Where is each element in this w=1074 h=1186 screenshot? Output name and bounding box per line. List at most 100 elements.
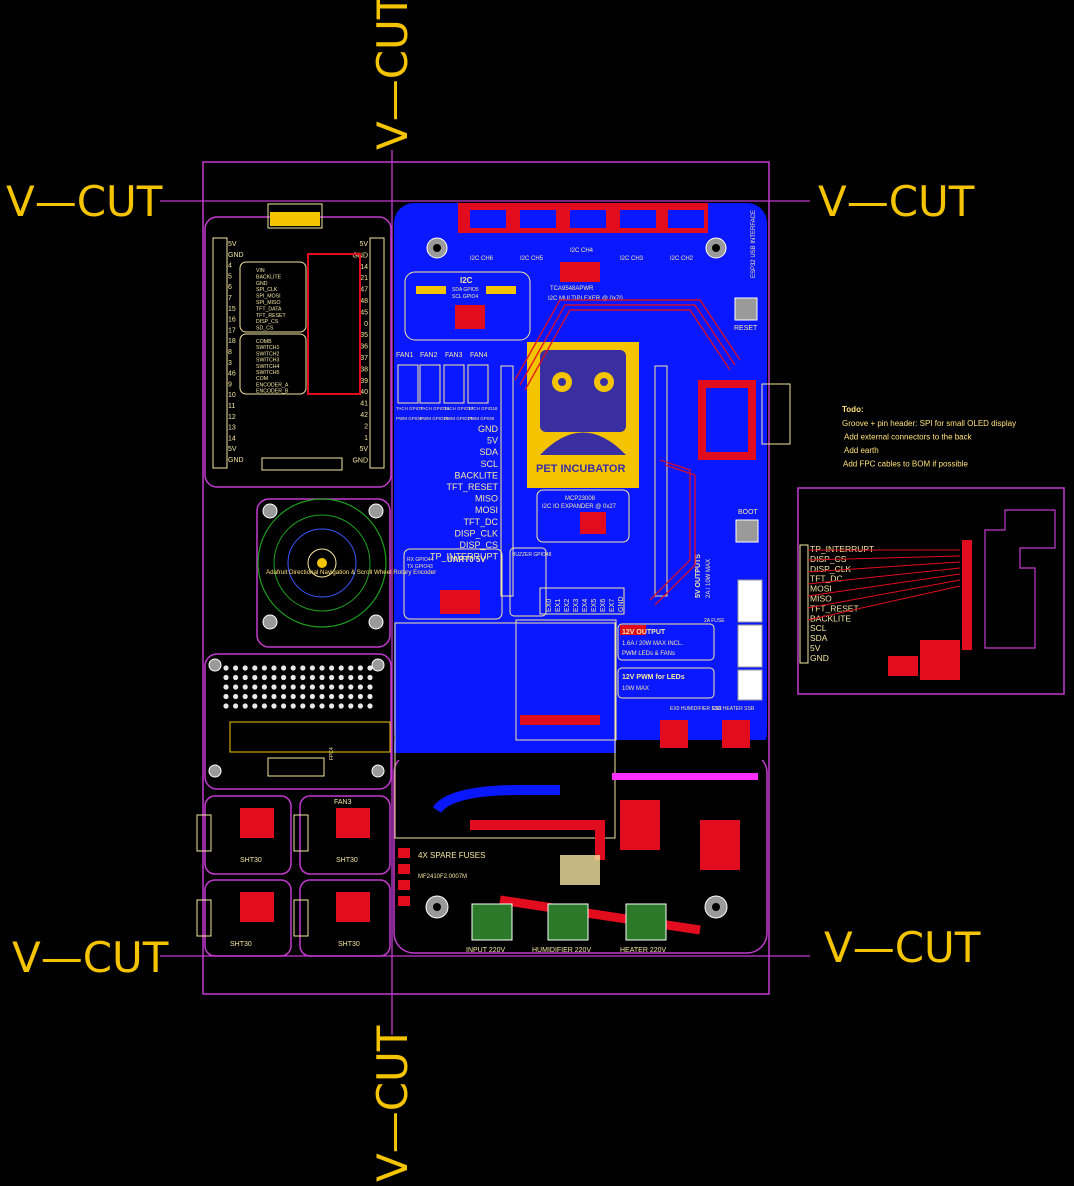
pwm3-label: PWM GPIO17: [444, 416, 473, 421]
left-pin-label: 4: [228, 263, 232, 270]
proto-pad: [252, 674, 258, 681]
control-signal: SWITCH4: [256, 364, 279, 370]
logo-text: PET INCUBATOR: [536, 463, 625, 475]
proto-pad: [348, 684, 354, 690]
spare-part: MF2410F2.0007M: [418, 874, 467, 880]
i2c-sda-label: SDA GPIO5: [452, 287, 479, 293]
proto-pad: [223, 703, 229, 709]
fan1-label: FAN1: [396, 352, 414, 359]
left-pin-label: 5V: [228, 446, 237, 453]
proto-pad: [290, 665, 296, 671]
boot-button: [735, 519, 759, 543]
screen-signal: BACKLITE: [256, 274, 282, 280]
proto-pad: [242, 674, 248, 681]
proto-pad: [261, 703, 267, 709]
proto-pad: [233, 693, 239, 700]
ex-label: EX7: [609, 599, 616, 612]
control-signal: SWITCH3: [256, 358, 279, 364]
i2c-header-title: I2C: [460, 276, 473, 285]
control-signal: SWITCH2: [256, 351, 279, 357]
i2c-header-outline: [404, 271, 531, 341]
vcut-label-top-left: V—CUT: [6, 177, 163, 226]
signal-label: 5V: [487, 436, 498, 446]
left-pin-label: GND: [228, 252, 244, 259]
proto-pad: [281, 674, 287, 681]
sht1-label: SHT30: [240, 857, 262, 864]
ex-label: EX5: [591, 599, 598, 612]
sht4-label: SHT30: [338, 941, 360, 948]
fan4-label: FAN4: [470, 352, 488, 359]
proto-pad: [367, 693, 373, 700]
control-connector-block: [239, 333, 307, 395]
left-pin-label: 3: [228, 360, 232, 367]
screen-signal: SD_CS: [256, 326, 274, 332]
signal-label: TP_INTERRUPT: [430, 552, 499, 562]
display-signal-list: GND5VSDASCLBACKLITETFT_RESETMISOMOSITFT_…: [430, 424, 499, 562]
left-pin-label: 16: [228, 317, 236, 324]
right-pin-label: 42: [360, 412, 368, 419]
terminal-humidifier-label: HUMIDIFIER 220V: [532, 947, 591, 954]
proto-pad: [319, 703, 325, 709]
left-pin-label: 10: [228, 392, 236, 399]
vcut-label-bottom-left: V—CUT: [12, 933, 169, 982]
proto-pad: [242, 665, 248, 671]
proto-pad: [252, 684, 258, 690]
screen-signal-labels: VINBACKLITEGNDSPI_CLKSPI_MOSISPI_MISOTFT…: [256, 268, 287, 332]
proto-pad: [261, 693, 267, 700]
proto-pad: [242, 684, 248, 690]
out12v-sub: 1.6A / 20W MAX INCL.: [622, 641, 683, 647]
tach2-label: TACH GPIO16: [420, 406, 450, 411]
signal-label: GND: [478, 424, 499, 434]
out5v-sub: 2A / 10W MAX: [706, 559, 712, 598]
left-pin-label: 14: [228, 435, 236, 442]
proto-pad: [357, 693, 363, 700]
left-pin-label: 15: [228, 306, 236, 313]
proto-pad: [338, 684, 344, 690]
encoder-label: Adafruit Directional Navigation & Scroll…: [266, 569, 436, 576]
proto-pad: [329, 684, 335, 690]
right-pin-label: 47: [360, 287, 368, 294]
pwm1-label: PWM GPIO6: [396, 416, 422, 421]
proto-pad: [242, 693, 248, 700]
control-signal: COM: [256, 376, 268, 382]
left-pin-label: 13: [228, 425, 236, 432]
proto-pad: [223, 684, 229, 690]
left-pin-label: 18: [228, 338, 236, 345]
right-pin-label: 1: [364, 435, 368, 442]
proto-pad: [357, 674, 363, 681]
usb-label: ESP32 USB INTERFACE: [751, 210, 757, 278]
proto-pad: [290, 674, 296, 681]
proto-pad: [309, 693, 315, 700]
terminal-input-label: INPUT 220V: [466, 947, 505, 954]
proto-pad: [252, 693, 258, 700]
boot-label: BOOT: [738, 509, 759, 516]
proto-pad: [319, 674, 325, 681]
proto-pad: [271, 665, 277, 671]
signal-label: TFT_RESET: [446, 482, 498, 492]
right-pin-label: 38: [360, 366, 368, 373]
control-signal: SWITCH1: [256, 345, 279, 351]
signal-label: DISP_CS: [459, 540, 498, 550]
proto-pad: [252, 665, 258, 671]
proto-pad: [319, 693, 325, 700]
right-pin-label: 41: [360, 401, 368, 408]
uart-title: UART0 5V: [447, 555, 486, 564]
control-signal-labels: COMBSWITCH1SWITCH2SWITCH3SWITCH4SWITCH5C…: [256, 339, 289, 395]
proto-pad: [281, 703, 287, 709]
i2c-ch5-label: I2C CH5: [520, 256, 544, 262]
rp-pin-label: 5V: [810, 643, 821, 653]
right-pin-label: 39: [360, 378, 368, 385]
left-pin-label: 46: [228, 371, 236, 378]
proto-pad: [367, 665, 373, 671]
proto-pad: [348, 693, 354, 700]
fuse-label: 2A FUSE: [704, 618, 725, 624]
proto-pad: [319, 665, 325, 671]
mux-label: TCA9548APWR: [550, 286, 594, 292]
mains-area-outline: [394, 622, 616, 839]
control-signal: ENCODER_A: [256, 382, 289, 388]
proto-pad: [367, 703, 373, 709]
proto-pad: [309, 684, 315, 690]
tach1-label: TACH GPIO7: [396, 406, 423, 411]
sht3-label: SHT30: [230, 941, 252, 948]
